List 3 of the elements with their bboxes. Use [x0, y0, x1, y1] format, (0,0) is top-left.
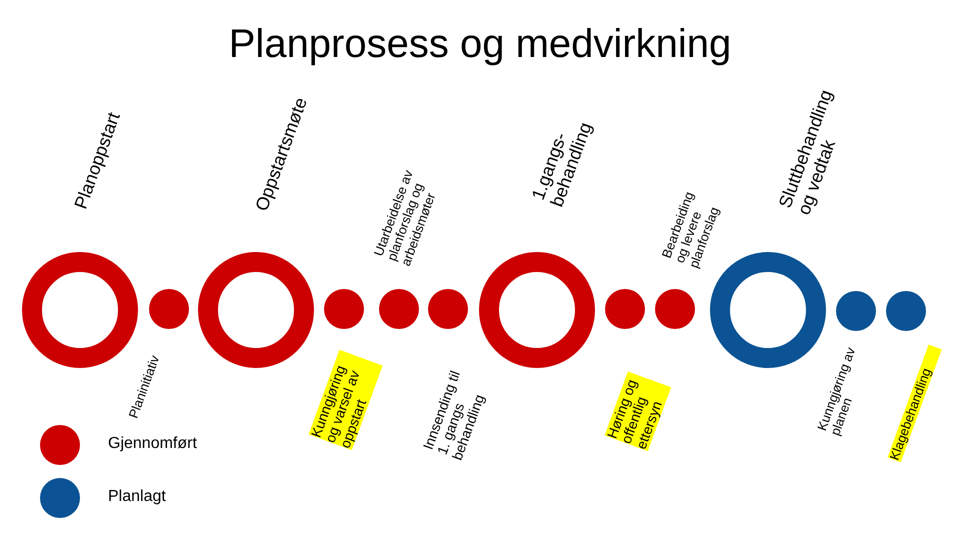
legend-label: Gjennomført — [108, 435, 197, 453]
legend-label: Planlagt — [108, 488, 166, 506]
title: Planprosess og medvirkning — [228, 22, 732, 66]
